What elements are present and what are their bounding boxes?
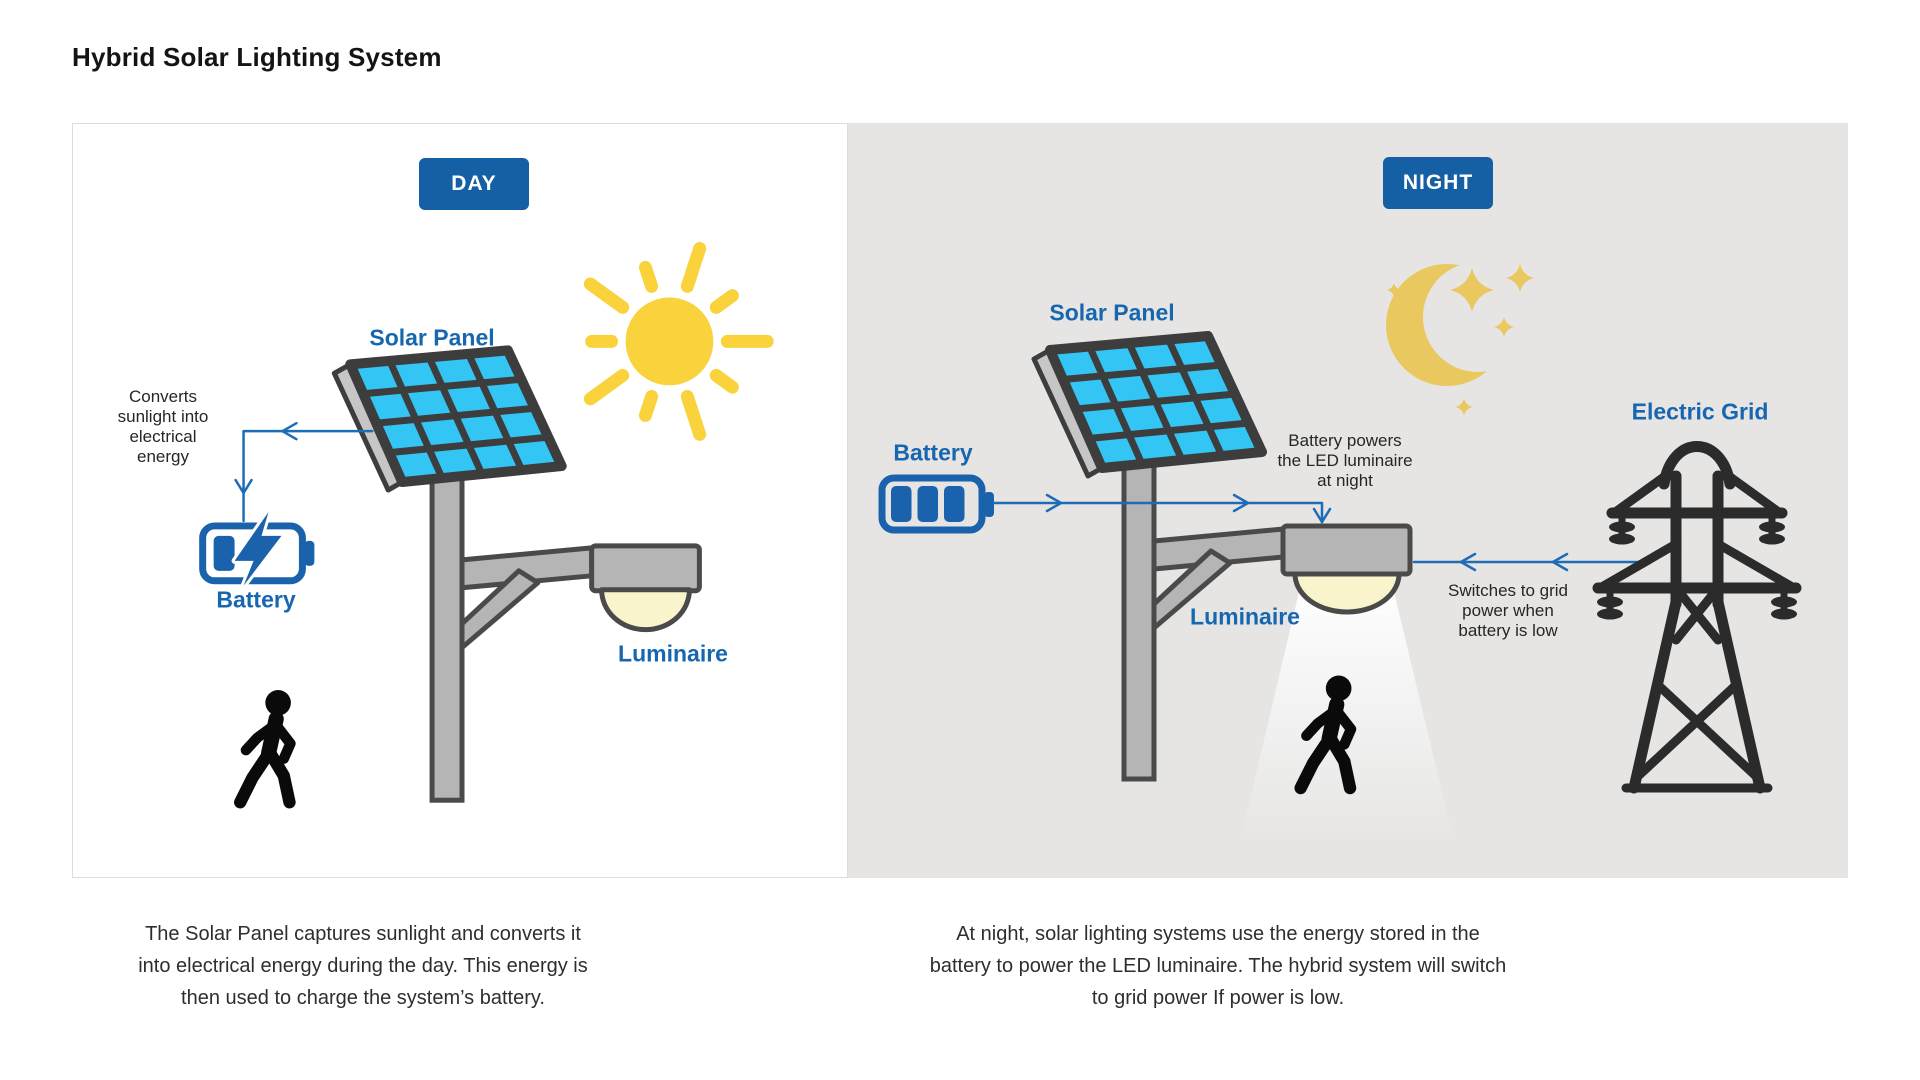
day-scene [199, 241, 774, 877]
luminaire-icon [459, 543, 702, 651]
sun-icon [583, 241, 774, 441]
solar-panel-icon [334, 350, 561, 490]
day-luminaire-label: Luminaire [618, 640, 728, 667]
night-luminaire-label: Luminaire [1190, 603, 1300, 630]
day-badge: DAY [419, 158, 529, 210]
crescent-moon-icon [1386, 262, 1533, 386]
street-light-pole [1121, 455, 1157, 782]
night-badge: NIGHT [1383, 157, 1493, 209]
transmission-tower-icon [1592, 441, 1802, 794]
flow-arrow-grid-to-luminaire [1412, 552, 1644, 572]
night-battery-annotation: Battery powers the LED luminaire at nigh… [1277, 431, 1413, 490]
flow-arrow-panel-to-battery [234, 421, 374, 523]
charging-battery-icon [199, 508, 315, 589]
luminaire-dome [1292, 571, 1402, 615]
night-panel: NIGHT Solar Panel Battery Luminaire Elec… [848, 123, 1848, 878]
night-grid-annotation: Switches to grid power when battery is l… [1448, 581, 1568, 640]
day-panel: DAY Solar Panel Battery Luminaire Conver… [72, 123, 848, 878]
night-scene [878, 262, 1802, 846]
page-title: Hybrid Solar Lighting System [72, 42, 442, 72]
full-battery-icon [878, 474, 994, 534]
night-caption: At night, solar lighting systems use the… [929, 923, 1507, 1009]
street-light-pole [429, 465, 465, 803]
day-solar-panel-label: Solar Panel [369, 324, 495, 351]
day-caption: The Solar Panel captures sunlight and co… [138, 923, 588, 1009]
flow-arrow-battery-to-luminaire [992, 493, 1332, 524]
day-battery-label: Battery [216, 586, 296, 613]
walking-person-icon [240, 690, 291, 802]
day-annotation: Converts sunlight into electrical energy [117, 387, 209, 466]
luminaire-icon [1151, 523, 1413, 631]
night-battery-label: Battery [893, 439, 973, 466]
electric-grid-label: Electric Grid [1631, 398, 1769, 425]
lightning-bolt-icon [231, 508, 285, 589]
night-solar-panel-label: Solar Panel [1049, 299, 1175, 326]
solar-panel-icon [1034, 336, 1262, 476]
